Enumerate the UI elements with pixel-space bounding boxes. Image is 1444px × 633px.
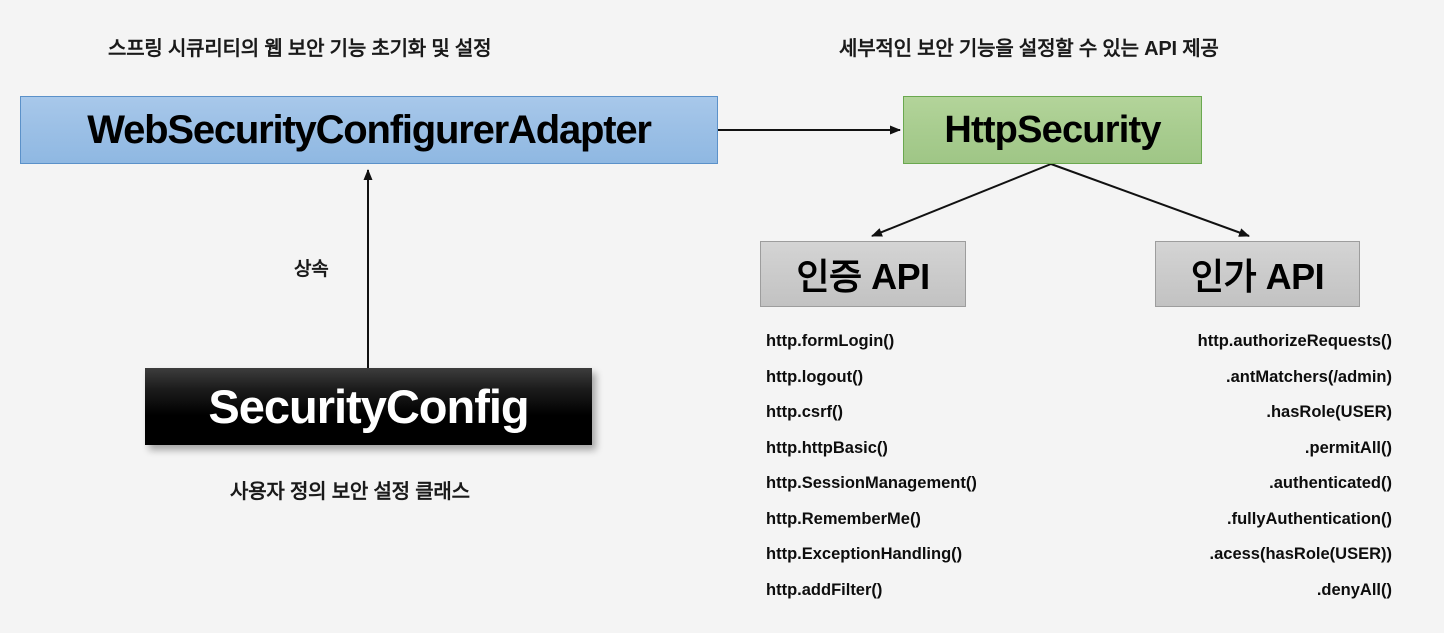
api-method-item: .antMatchers(/admin) [1226, 367, 1392, 386]
note-http-security: 세부적인 보안 기능을 설정할 수 있는 API 제공 [839, 38, 1219, 60]
api-method-item: .denyAll() [1316, 580, 1392, 599]
api-method-item: http.addFilter() [766, 580, 883, 599]
api-method-item: .fullyAuthentication() [1227, 509, 1392, 528]
api-method-item: http.ExceptionHandling() [766, 545, 963, 563]
authentication-api-method-list: http.formLogin() http.logout() http.csrf… [766, 324, 977, 608]
edge-httpsecurity-to-authz [1050, 163, 1250, 237]
node-http-security: HttpSecurity [903, 96, 1202, 164]
api-method-item: http.formLogin() [766, 332, 895, 350]
api-method-item: http.RememberMe() [766, 509, 921, 528]
edge-label-inheritance: 상속 [294, 259, 329, 280]
note-security-config: 사용자 정의 보안 설정 클래스 [230, 481, 470, 503]
api-method-item: http.httpBasic() [766, 438, 888, 457]
edge-httpsecurity-to-authn [871, 163, 1052, 237]
node-web-security-configurer-adapter: WebSecurityConfigurerAdapter [20, 96, 718, 164]
node-security-config: SecurityConfig [145, 368, 592, 445]
api-method-item: .acess(hasRole(USER)) [1209, 545, 1392, 563]
node-authorization-api: 인가 API [1155, 241, 1360, 307]
api-method-item: http.logout() [766, 367, 864, 386]
node-authentication-api: 인증 API [760, 241, 966, 307]
api-method-item: http.authorizeRequests() [1197, 332, 1392, 350]
note-web-security-configurer-adapter: 스프링 시큐리티의 웹 보안 기능 초기화 및 설정 [108, 38, 492, 60]
api-method-item: http.SessionManagement() [766, 474, 977, 492]
api-method-item: .hasRole(USER) [1266, 403, 1392, 421]
api-method-item: .permitAll() [1304, 438, 1392, 457]
api-method-item: .authenticated() [1269, 474, 1392, 492]
authorization-api-method-list: http.authorizeRequests() .antMatchers(/a… [1159, 324, 1392, 608]
api-method-item: http.csrf() [766, 403, 843, 421]
